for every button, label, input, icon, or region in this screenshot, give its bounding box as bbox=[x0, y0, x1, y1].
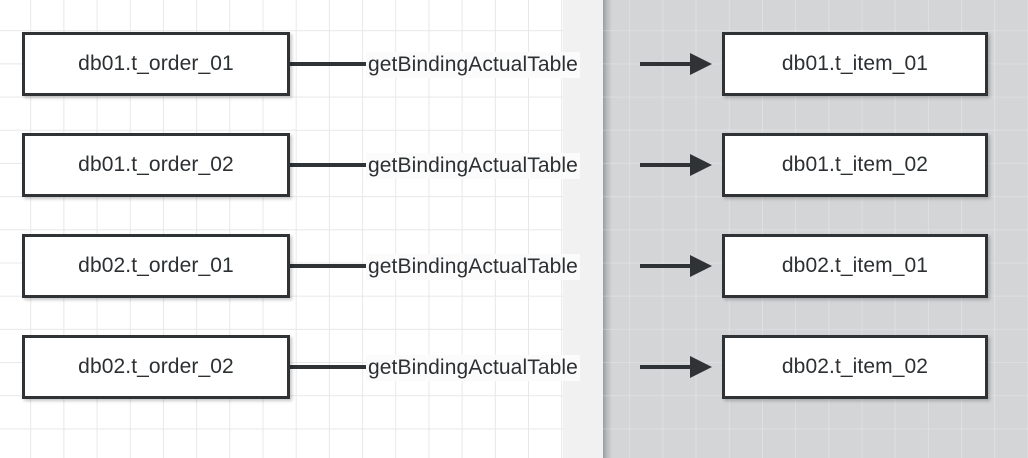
source-node-label: db02.t_order_01 bbox=[78, 254, 234, 277]
source-node-label: db02.t_order_02 bbox=[78, 355, 234, 378]
edge-segment-right bbox=[640, 365, 708, 369]
edge-segment-left bbox=[290, 264, 368, 268]
arrow-head-icon bbox=[690, 53, 712, 75]
source-node-label: db01.t_order_02 bbox=[78, 153, 234, 176]
source-node[interactable]: db02.t_order_02 bbox=[22, 335, 290, 399]
edge-segment-left bbox=[290, 365, 368, 369]
edge-segment-right bbox=[640, 62, 708, 66]
arrow-head-icon bbox=[690, 154, 712, 176]
arrow-head-icon bbox=[690, 356, 712, 378]
edge-label: getBindingActualTable bbox=[366, 254, 580, 280]
target-node[interactable]: db01.t_item_02 bbox=[722, 133, 988, 197]
target-node-label: db01.t_item_02 bbox=[781, 153, 929, 176]
edge-segment-right bbox=[640, 163, 708, 167]
edge-segment-right bbox=[640, 264, 708, 268]
target-node[interactable]: db02.t_item_02 bbox=[722, 335, 988, 399]
edge-segment-left bbox=[290, 62, 368, 66]
edge-label: getBindingActualTable bbox=[366, 355, 580, 381]
target-node[interactable]: db01.t_item_01 bbox=[722, 32, 988, 96]
target-node-label: db02.t_item_02 bbox=[781, 355, 929, 378]
source-node[interactable]: db02.t_order_01 bbox=[22, 234, 290, 298]
arrow-head-icon bbox=[690, 255, 712, 277]
source-node-label: db01.t_order_01 bbox=[78, 52, 234, 75]
target-node-label: db02.t_item_01 bbox=[781, 254, 929, 277]
source-node[interactable]: db01.t_order_02 bbox=[22, 133, 290, 197]
target-node[interactable]: db02.t_item_01 bbox=[722, 234, 988, 298]
source-node[interactable]: db01.t_order_01 bbox=[22, 32, 290, 96]
target-node-label: db01.t_item_01 bbox=[781, 52, 929, 75]
edge-segment-left bbox=[290, 163, 368, 167]
edge-label: getBindingActualTable bbox=[366, 52, 580, 78]
edge-label: getBindingActualTable bbox=[366, 153, 580, 179]
